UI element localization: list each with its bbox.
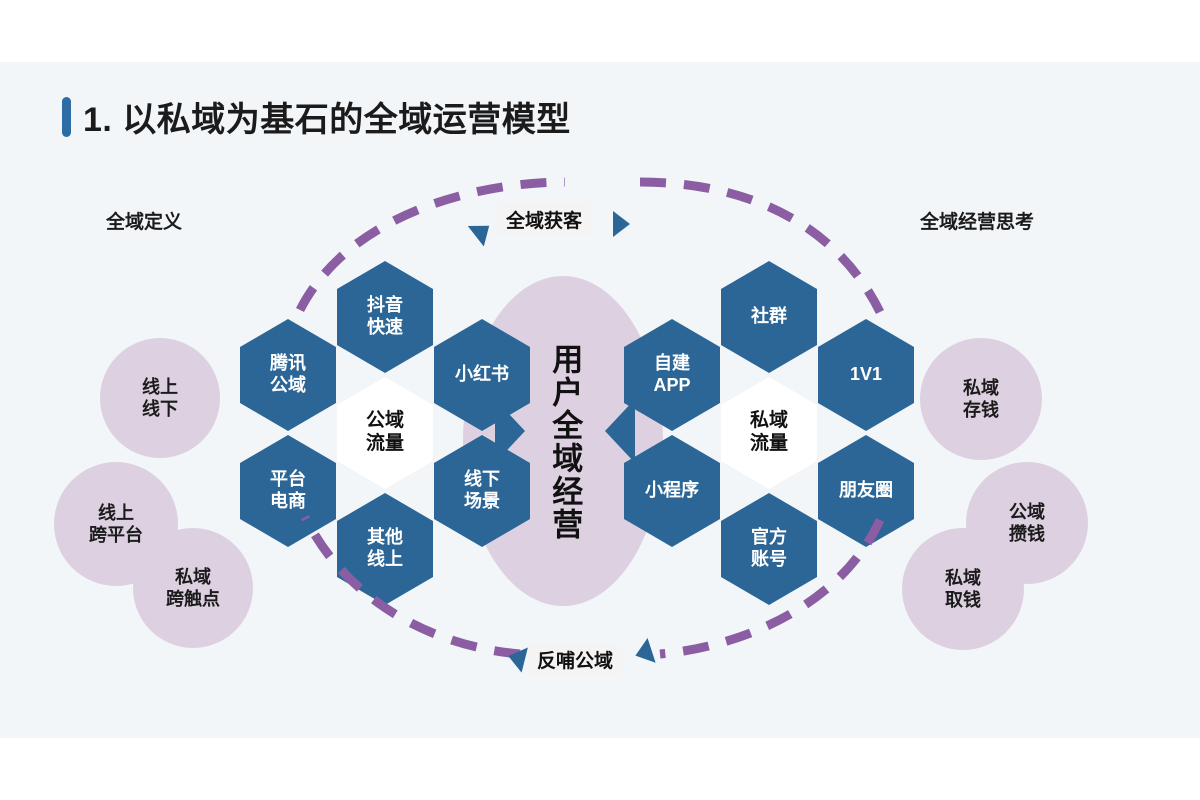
hex-label-line2: 场景: [464, 491, 500, 511]
left-circle-2[interactable]: 线上 跨平台: [54, 462, 178, 586]
right-circle-1-line1: 私域: [963, 377, 999, 398]
hex-label-line1: 小程序: [645, 480, 699, 501]
right-circle-3-line2: 取钱: [945, 590, 981, 610]
left-circle-2-line1: 线上: [98, 502, 134, 523]
hex-label-line2: 线上: [367, 549, 403, 569]
title-text: 1. 以私域为基石的全域运营模型: [83, 101, 571, 139]
hex-label-line2: APP: [653, 375, 691, 395]
arrow-head-top-left-icon: [467, 215, 498, 247]
hex-label-line2: 快速: [367, 317, 403, 337]
hex-label-line1: 抖音: [367, 295, 403, 316]
triangle-left-icon: [605, 399, 635, 463]
hex-label-line2: 账号: [751, 549, 787, 569]
right-circle-1-line2: 存钱: [963, 400, 999, 420]
page-title: 1. 以私域为基石的全域运营模型: [62, 92, 571, 141]
hex-private-lower-right[interactable]: 朋友圈: [818, 435, 914, 547]
hex-private-top[interactable]: 社群: [721, 261, 817, 373]
hex-public-core[interactable]: 公域 流量: [337, 377, 433, 489]
hex-label-line1: 官方: [751, 527, 787, 548]
right-circle-1[interactable]: 私域 存钱: [920, 338, 1042, 460]
hex-public-top[interactable]: 抖音 快速: [337, 261, 433, 373]
hex-core-line1: 私域: [749, 410, 788, 432]
left-circle-3[interactable]: 私域 跨触点: [133, 528, 253, 648]
hex-public-bottom[interactable]: 其他 线上: [337, 493, 433, 605]
hex-public-upper-left[interactable]: 腾讯 公域: [240, 319, 336, 431]
hex-private-bottom[interactable]: 官方 账号: [721, 493, 817, 605]
arrow-head-top-right-icon: [613, 211, 630, 237]
hex-label-line1: 平台: [270, 469, 306, 490]
hex-private-core[interactable]: 私域 流量: [721, 377, 817, 489]
left-column-heading: 全域定义: [106, 212, 183, 233]
hex-label-line1: 腾讯: [270, 353, 306, 374]
right-circle-3[interactable]: 私域 取钱: [902, 528, 1024, 650]
title-accent-bar: [62, 96, 71, 137]
center-label: 用户全域经营: [547, 343, 583, 541]
hex-label-line1: 自建: [653, 353, 690, 374]
slide-canvas: 1. 以私域为基石的全域运营模型 全域定义 全域经营思考 线上 线下 线上 跨平…: [0, 62, 1200, 738]
hex-label-line1: 社群: [751, 306, 787, 327]
right-column-heading: 全域经营思考: [920, 212, 1035, 233]
left-circle-1[interactable]: 线上 线下: [100, 338, 220, 458]
right-circle-2[interactable]: 公域 攒钱: [966, 462, 1088, 584]
flow-label-bottom: 反哺公域: [528, 643, 623, 676]
hex-label-line1: 线下: [464, 469, 500, 490]
arrow-head-bottom-right-icon: [631, 638, 656, 668]
hex-label-line1: 其他: [367, 527, 403, 548]
hex-label-line1: 1V1: [849, 364, 883, 385]
hex-core-line2: 流量: [365, 433, 404, 454]
hex-label-line1: 小红书: [455, 364, 509, 385]
hex-label-line2: 电商: [270, 491, 306, 511]
hex-label-line1: 朋友圈: [839, 480, 893, 501]
hex-core-line1: 公域: [365, 410, 404, 432]
hex-private-upper-right[interactable]: 1V1: [818, 319, 914, 431]
left-circle-1-line2: 线下: [142, 399, 178, 419]
left-circle-3-line2: 跨触点: [166, 589, 220, 609]
right-circle-2-line1: 公域: [1009, 501, 1045, 522]
left-circle-2-line2: 跨平台: [89, 525, 143, 545]
left-circle-3-line1: 私域: [175, 566, 211, 587]
hex-public-lower-left[interactable]: 平台 电商: [240, 435, 336, 547]
hex-core-line2: 流量: [749, 433, 788, 454]
right-circle-3-line1: 私域: [945, 567, 981, 588]
left-circle-1-line1: 线上: [142, 376, 178, 397]
right-circle-2-line2: 攒钱: [1009, 524, 1045, 544]
arrow-head-bottom-left-icon: [505, 643, 528, 673]
flow-label-top: 全域获客: [497, 203, 592, 236]
hex-label-line2: 公域: [270, 375, 306, 395]
